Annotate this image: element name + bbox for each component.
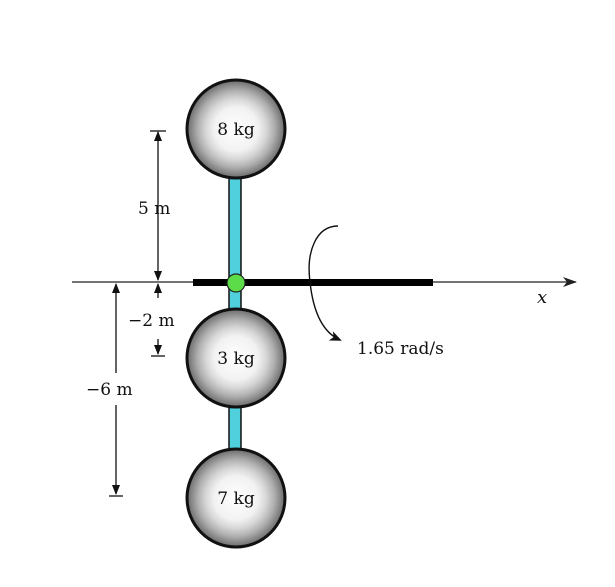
dimension-lower: −6 m [86, 283, 133, 497]
mass-7kg: 7 kg [185, 447, 287, 549]
dimension-lower-label: −6 m [86, 380, 133, 400]
angular-velocity-label: 1.65 rad/s [357, 339, 444, 359]
mass-3kg: 3 kg [185, 307, 287, 409]
mass-label: 8 kg [217, 120, 255, 140]
dimension-upper-label: 5 m [138, 199, 170, 219]
mass-label: 3 kg [217, 349, 255, 369]
x-axis-label: x [537, 287, 547, 308]
pivot-point [226, 273, 246, 293]
mass-ball [185, 447, 287, 549]
mass-label: 7 kg [217, 489, 255, 509]
rotation-arrow: 1.65 rad/s [308, 225, 444, 359]
horizontal-bar [193, 279, 433, 286]
dimension-upper: 5 m [138, 130, 170, 281]
mass-ball [185, 78, 287, 180]
dimension-middle: −2 m [128, 283, 175, 357]
mass-8kg: 8 kg [185, 78, 287, 180]
mass-ball [185, 307, 287, 409]
dimension-middle-label: −2 m [128, 311, 175, 331]
